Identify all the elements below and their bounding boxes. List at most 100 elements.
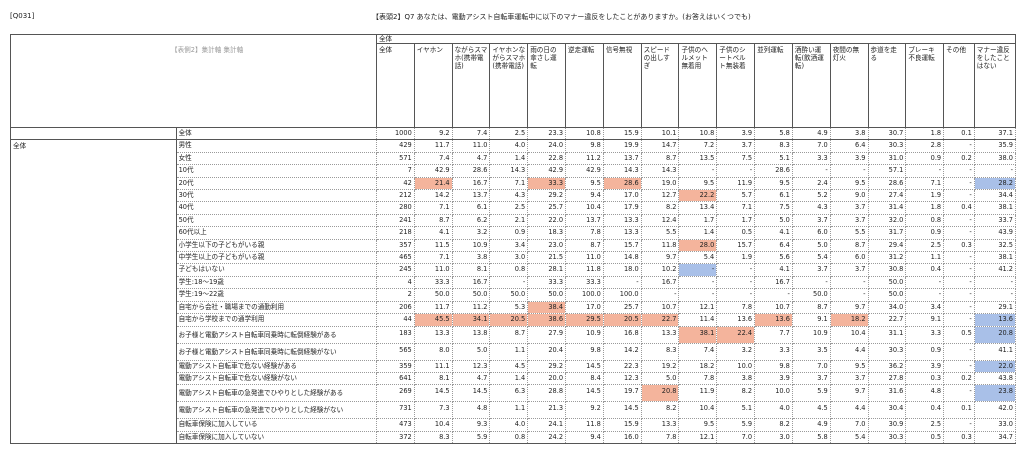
table-cell: 8.3 xyxy=(754,139,793,153)
group-label: 全体 xyxy=(10,139,177,445)
table-cell: 4.4 xyxy=(830,401,869,420)
table-cell: 8.2 xyxy=(641,401,680,420)
table-cell: 1.9 xyxy=(716,251,756,265)
table-cell: 21.4 xyxy=(414,177,453,191)
table-cell: 5.0 xyxy=(641,372,680,386)
table-cell: 8.1 xyxy=(414,372,453,386)
table-cell: 13.3 xyxy=(414,326,453,344)
table-cell: 0.5 xyxy=(716,226,756,240)
table-cell: 25.7 xyxy=(527,201,567,215)
table-cell: 31.6 xyxy=(868,384,907,403)
table-cell: 465 xyxy=(376,251,415,265)
table-cell: 0.4 xyxy=(943,201,975,215)
row-label: 中学生以上の子どもがいる親 xyxy=(175,251,377,265)
table-cell: 10.7 xyxy=(754,301,793,315)
table-cell: 0.9 xyxy=(905,152,945,166)
table-cell: 0.2 xyxy=(943,152,975,166)
table-cell: 32.5 xyxy=(974,239,1017,253)
row-label: 全体 xyxy=(175,127,377,141)
table-cell: 4.1 xyxy=(414,226,453,240)
table-cell: 1.9 xyxy=(905,189,945,203)
table-cell: 20.0 xyxy=(527,372,567,386)
table-cell: 5.9 xyxy=(716,418,756,432)
table-cell: 3.4 xyxy=(489,239,529,253)
column-header: 全体 xyxy=(375,43,415,128)
table-cell: 42.9 xyxy=(527,164,567,178)
column-header: 並列運転 xyxy=(754,43,793,128)
table-cell: 0.2 xyxy=(943,372,975,386)
table-cell: 15.9 xyxy=(603,418,642,432)
table-cell: 4.9 xyxy=(792,418,831,432)
table-cell: 280 xyxy=(376,201,415,215)
table-cell: 41.2 xyxy=(974,263,1017,277)
table-cell: 18.2 xyxy=(678,360,718,373)
table-cell: 2.5 xyxy=(905,418,945,432)
table-cell: 23.3 xyxy=(527,127,567,141)
table-cell: 4.7 xyxy=(452,152,491,166)
table-cell: 3.5 xyxy=(792,343,831,361)
table-cell: 3.8 xyxy=(452,251,491,265)
table-cell: 9.5 xyxy=(754,177,793,191)
table-cell: 3.9 xyxy=(830,152,869,166)
table-cell: 4.3 xyxy=(792,201,831,215)
table-cell: 28.6 xyxy=(868,177,907,191)
table-cell: 50.0 xyxy=(792,288,831,302)
table-cell: 21.3 xyxy=(527,401,567,420)
table-cell: 9.1 xyxy=(792,313,831,327)
table-cell: 4.1 xyxy=(754,263,793,277)
row-label: 学生:19～22歳 xyxy=(175,288,377,302)
table-cell: 7.1 xyxy=(716,201,756,215)
table-cell: 3.7 xyxy=(792,372,831,386)
table-cell: - xyxy=(943,276,975,290)
table-cell: 2.4 xyxy=(792,177,831,191)
table-cell: 5.3 xyxy=(489,301,529,315)
table-cell: 22.0 xyxy=(974,360,1017,373)
table-cell: 5.0 xyxy=(754,214,793,228)
table-cell: 29.5 xyxy=(565,313,604,327)
table-cell: 8.1 xyxy=(452,263,491,277)
table-cell: 0.9 xyxy=(489,226,529,240)
table-cell: 31.7 xyxy=(868,226,907,240)
table-cell: - xyxy=(641,288,680,302)
table-cell: 17.0 xyxy=(603,189,642,203)
table-cell: 8.2 xyxy=(641,201,680,215)
row-label: 自転車保険に加入している xyxy=(175,418,377,432)
table-cell: 6.2 xyxy=(452,214,491,228)
table-cell: 4.1 xyxy=(754,226,793,240)
row-label: 電動アシスト自転車で危ない経験がある xyxy=(175,360,377,373)
table-cell: 33.3 xyxy=(527,177,567,191)
table-cell: 8.2 xyxy=(716,384,756,403)
table-cell: 3.8 xyxy=(716,372,756,386)
table-cell: 30.7 xyxy=(868,127,907,141)
table-cell: 372 xyxy=(376,431,415,445)
table-cell: 5.8 xyxy=(754,127,793,141)
row-label: 10代 xyxy=(175,164,377,178)
table-cell: - xyxy=(943,189,975,203)
table-cell: 0.8 xyxy=(489,263,529,277)
table-cell: 100.0 xyxy=(565,288,604,302)
table-cell: 14.5 xyxy=(414,384,453,403)
table-cell: 1.1 xyxy=(905,251,945,265)
table-cell: 4.0 xyxy=(754,401,793,420)
row-label: 子どもはいない xyxy=(175,263,377,277)
table-cell: 8.7 xyxy=(830,239,869,253)
table-cell: - xyxy=(905,288,945,302)
table-cell: - xyxy=(678,288,718,302)
table-cell: 11.7 xyxy=(414,301,453,315)
table-cell: 9.1 xyxy=(905,313,945,327)
table-cell: - xyxy=(716,164,756,178)
table-cell: 10.0 xyxy=(716,360,756,373)
table-cell: - xyxy=(943,288,975,302)
table-cell: 16.7 xyxy=(452,276,491,290)
table-cell: 13.7 xyxy=(603,152,642,166)
table-cell: 20.8 xyxy=(974,326,1017,344)
table-cell: 7.0 xyxy=(792,139,831,153)
table-cell: 8.3 xyxy=(414,431,453,445)
table-cell: 11.5 xyxy=(414,239,453,253)
